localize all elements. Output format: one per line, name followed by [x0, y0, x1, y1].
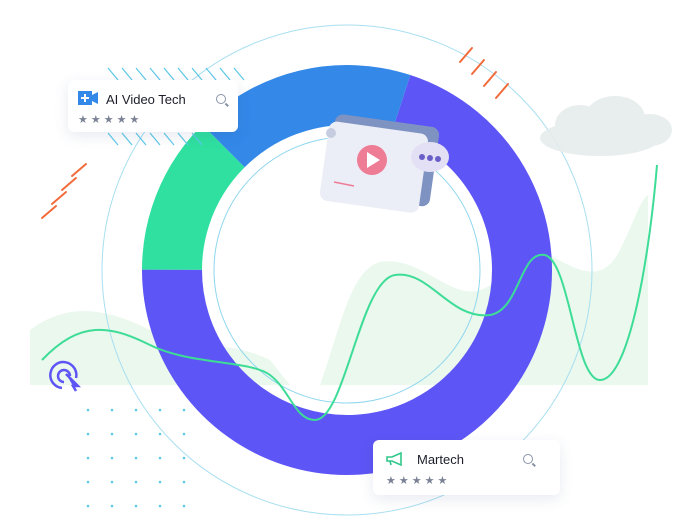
grid-dot: [158, 408, 162, 412]
donut-segment-blue: [142, 65, 552, 475]
megaphone-icon: [386, 452, 402, 466]
donut-chart: [142, 65, 552, 475]
search-icon[interactable]: [216, 94, 226, 104]
grid-dot: [86, 456, 90, 460]
grid-dot: [134, 456, 138, 460]
grid-dot: [86, 480, 90, 484]
rating-stars: ★★★★★: [78, 114, 143, 126]
grid-dot: [182, 504, 186, 508]
video-player-illustration: [319, 114, 449, 213]
grid-dot: [110, 432, 114, 436]
donut-segment-green: [142, 65, 552, 475]
grid-dot: [158, 456, 162, 460]
card-title: Martech: [417, 452, 464, 467]
grid-dot: [110, 408, 114, 412]
grid-dot: [182, 408, 186, 412]
grid-dot: [86, 408, 90, 412]
grid-dot: [110, 504, 114, 508]
card-ai-video-tech[interactable]: AI Video Tech ★★★★★: [68, 80, 238, 132]
grid-dot: [182, 456, 186, 460]
grid-dot: [110, 480, 114, 484]
grid-dot: [86, 432, 90, 436]
cursor-click-icon: [49, 360, 82, 392]
orbit-outer: [101, 24, 593, 516]
grid-dot: [110, 456, 114, 460]
grid-dot: [134, 408, 138, 412]
grid-dot: [134, 480, 138, 484]
search-icon[interactable]: [523, 454, 533, 464]
orange-dashes: [41, 47, 509, 219]
hatch-pattern-top: [107, 67, 245, 146]
grid-dot: [134, 504, 138, 508]
video-plus-icon: [78, 91, 98, 105]
area-fill-right: [320, 195, 648, 385]
grid-dot: [158, 432, 162, 436]
card-title: AI Video Tech: [106, 92, 186, 107]
grid-dot: [86, 504, 90, 508]
card-martech[interactable]: Martech ★★★★★: [373, 440, 560, 495]
grid-dot: [182, 480, 186, 484]
grid-dot: [134, 432, 138, 436]
dot-grid: [86, 408, 186, 508]
wave-line: [41, 164, 658, 422]
grid-dot: [182, 432, 186, 436]
cloud-icon: [540, 96, 672, 156]
rating-stars: ★★★★★: [386, 475, 451, 487]
grid-dot: [158, 480, 162, 484]
grid-dot: [158, 504, 162, 508]
